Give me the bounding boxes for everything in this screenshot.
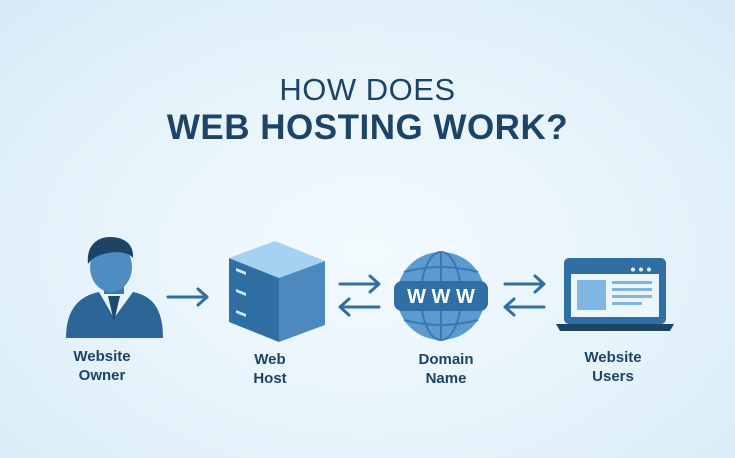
globe-www-icon: W W W (394, 251, 488, 341)
node-label-web-host: Web Host (253, 351, 287, 387)
node-label-website-owner: Website Owner (73, 348, 131, 384)
globe-www-text: W W W (407, 286, 475, 308)
person-icon (66, 237, 163, 338)
title-line-1: HOW DOES (279, 72, 456, 107)
arrow-owner-to-host (166, 287, 209, 307)
server-icon (229, 241, 325, 342)
arrows-host-domain (338, 274, 381, 317)
arrows-domain-users (503, 274, 546, 317)
laptop-icon (556, 258, 674, 331)
title-line-2: WEB HOSTING WORK? (166, 108, 569, 147)
node-label-website-users: Website Users (584, 349, 642, 385)
node-label-domain-name: Domain Name (418, 351, 474, 387)
